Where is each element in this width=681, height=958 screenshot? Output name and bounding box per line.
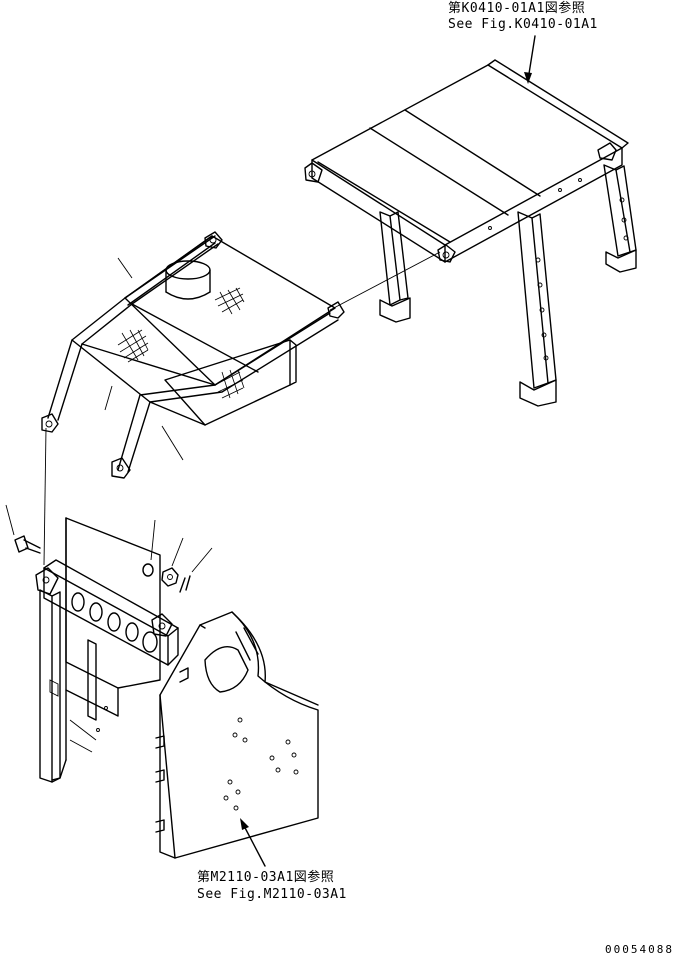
side-bracket (35, 517, 179, 783)
reference-top-jp: 第K0410-01A1図参照 (448, 0, 585, 16)
canopy-frame (304, 59, 637, 407)
connector-line-1 (329, 251, 441, 311)
leader-top-arrow (524, 72, 532, 84)
reference-bottom-en: See Fig.M2110-03A1 (197, 887, 347, 902)
leader-bottom-arrow (240, 818, 249, 830)
side-cover-panel (155, 611, 319, 859)
reference-top-en: See Fig.K0410-01A1 (448, 17, 598, 32)
leader-bottom (241, 821, 266, 867)
drawing-code: 00054088 (605, 943, 674, 956)
reference-top: 第K0410-01A1図参照 See Fig.K0410-01A1 (448, 0, 598, 84)
reference-bottom: 第M2110-03A1図参照 See Fig.M2110-03A1 (197, 818, 347, 902)
connector-line-2 (43, 427, 47, 566)
fasteners (5, 504, 213, 593)
reference-bottom-jp: 第M2110-03A1図参照 (197, 869, 334, 885)
hood-cover (41, 231, 345, 479)
